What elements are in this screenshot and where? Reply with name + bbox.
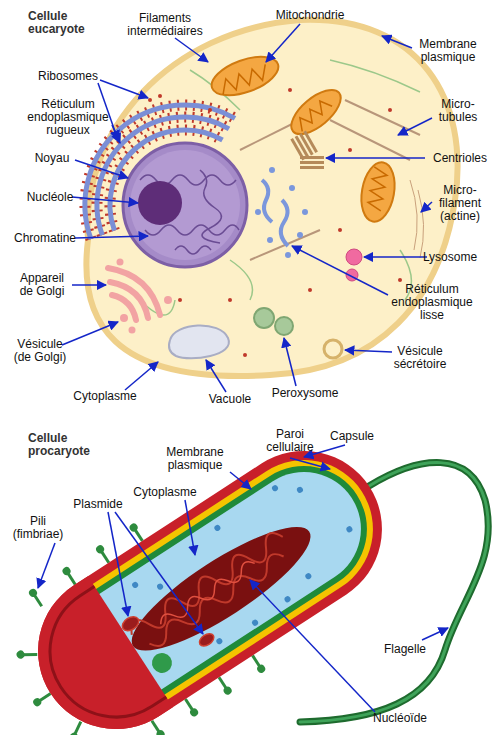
part-label: Peroxysome (265, 387, 345, 400)
free-ribosomes (148, 88, 402, 357)
part-label: Lysosome (415, 251, 485, 264)
part-label: Pili (fimbriae) (8, 515, 68, 541)
nucleolus (138, 181, 182, 225)
part-label: Nucléole (20, 191, 80, 204)
lysosomes (346, 249, 362, 281)
cell-title: Cellule procaryote (28, 432, 108, 458)
part-label: Paroi cellulaire (260, 428, 320, 454)
part-label: Appareil de Golgi (12, 272, 72, 298)
part-label: Chromatine (5, 232, 85, 245)
part-label: Nucléoïde (360, 712, 440, 725)
part-label: Micro- filament (actine) (431, 184, 489, 223)
part-label: Cytoplasme (65, 390, 145, 403)
part-label: Mitochondrie (265, 9, 355, 22)
centrioles (290, 131, 324, 169)
part-label: Vésicule (de Golgi) (8, 338, 72, 364)
nucleoplasm (130, 150, 240, 260)
leader-lines (62, 24, 432, 392)
storage-granule (148, 649, 176, 677)
part-label: Ribosomes (28, 70, 108, 83)
golgi-vesicles (117, 259, 173, 334)
part-label: Membrane plasmique (413, 38, 483, 64)
eukaryote-cell (85, 20, 458, 376)
part-label: Membrane plasmique (160, 446, 230, 472)
golgi-apparatus (108, 268, 160, 320)
capsule-layer (8, 421, 412, 735)
part-label: Réticulum endoplasmique rugueux (21, 98, 115, 137)
part-label: Cytoplasme (125, 486, 205, 499)
part-label: Capsule (322, 430, 382, 443)
secretory-vesicle (324, 340, 342, 358)
part-label: Filaments intermédiaires (125, 12, 205, 38)
part-label: Réticulum endoplasmique lisse (386, 283, 478, 322)
part-label: Vésicule sécrétoire (388, 345, 452, 371)
part-label: Centrioles (425, 152, 495, 165)
cell-membrane (86, 20, 457, 376)
part-label: Flagelle (375, 643, 435, 656)
microfilaments (410, 180, 424, 258)
part-label: Vacuole (200, 393, 260, 406)
part-label: Plasmide (63, 498, 133, 511)
part-label: Micro- tubules (432, 98, 484, 124)
outer-skin (8, 558, 185, 735)
leader-lines (38, 445, 448, 712)
nucleus (123, 143, 247, 267)
peroxisomes (254, 308, 293, 335)
cell-title: Cellule eucaryote (28, 10, 108, 36)
nucleoid (118, 508, 325, 669)
rough-er (85, 105, 235, 239)
nucleus-body (123, 143, 247, 267)
mitochondria (207, 49, 399, 224)
part-label: Noyau (22, 152, 82, 165)
prokaryote-cell (0, 406, 422, 735)
smooth-er (255, 167, 308, 258)
microtubules (240, 100, 420, 260)
vacuole (169, 325, 229, 358)
